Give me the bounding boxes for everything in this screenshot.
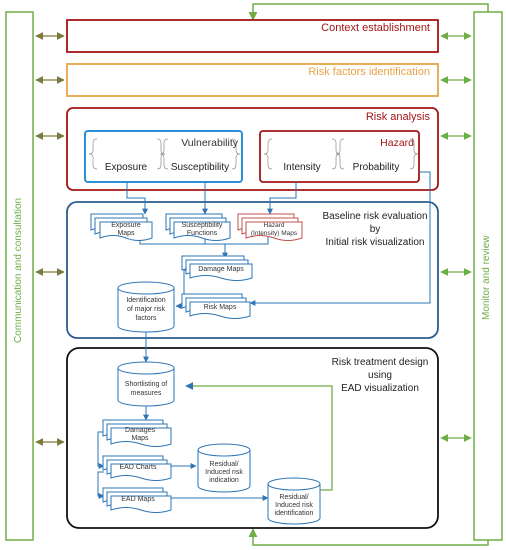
ead-charts-doc [102,455,172,481]
baseline-title-2: by [369,224,381,235]
context-label: Context establishment [321,22,430,34]
monitor-feedback-bottom [248,528,489,546]
residual-identification-line1: Residual/ [279,494,309,501]
baseline-title-3: Initial risk visualization [325,237,425,248]
hazard-maps-doc [237,213,303,241]
baseline-flow-arrows [126,171,431,363]
exposure-label: Exposure [104,162,148,173]
residual-identification-db [267,477,321,525]
susceptibility-functions-line1: Susceptibility [181,222,223,229]
treatment-title-3: EAD visualization [341,383,419,394]
major-risk-line1: Identification [126,297,166,304]
major-risk-line2: of major risk [126,306,166,313]
major-risk-line3: factors [135,315,157,322]
exposure-maps-doc [90,213,153,241]
treatment-flow-arrows [97,382,333,501]
probability-label: Probability [352,162,400,173]
damages-maps-line1: Damages [125,427,155,434]
ead-charts-label: EAD Charts [119,464,157,471]
damage-maps-label: Damage Maps [198,266,244,273]
probability-bracket [335,138,419,170]
exposure-bracket [88,138,166,170]
major-risk-factors-db [117,281,175,333]
communication-label: Communication and consultation [13,197,24,343]
susceptibility-functions-line2: Functions [186,230,218,237]
risk-factors-box [66,63,439,97]
treatment-title-2: using [368,370,392,381]
ead-maps-doc [102,487,172,513]
baseline-title-1: Baseline risk evaluation [322,211,428,222]
treatment-title-1: Risk treatment design [331,357,429,368]
risk-maps-label: Risk Maps [203,304,237,311]
hazard-maps-line1: Hazard [263,222,285,229]
damages-maps-line2: Maps [131,435,149,442]
residual-indication-db [197,443,251,493]
communication-arrows [35,32,65,446]
damage-maps-doc [181,255,253,281]
monitor-feedback-top [248,3,489,21]
intensity-label: Intensity [283,162,321,173]
shortlisting-line2: measures [130,390,162,397]
context-box [66,19,439,53]
risk-maps-doc [181,293,251,319]
intensity-bracket [263,138,341,170]
treatment-box [66,347,439,529]
residual-identification-line3: identification [274,510,314,517]
vulnerability-label: Vulnerability [181,137,238,149]
monitor-arrows [440,32,472,442]
hazard-maps-line2: (Intensity) Maps [250,230,298,237]
shortlisting-db [117,361,175,407]
residual-identification-line2: Induced risk [275,502,313,509]
shortlisting-line1: Shortlisting of [124,381,168,388]
susceptibility-bracket [159,138,241,170]
baseline-box [66,201,439,339]
exposure-maps-line2: Maps [117,230,135,237]
susceptibility-functions-doc [165,213,231,241]
risk-factors-label: Risk factors identification [308,66,430,78]
exposure-maps-line1: Exposure [111,222,141,229]
communication-panel [5,11,34,541]
residual-indication-line1: Residual/ [209,461,239,468]
ead-maps-label: EAD Maps [121,496,155,503]
susceptibility-label: Susceptibility [170,162,230,173]
residual-indication-line2: Induced risk [205,469,243,476]
residual-indication-line3: indication [209,477,239,484]
hazard-label: Hazard [380,137,414,149]
monitor-label: Monitor and review [481,235,492,320]
damages-maps-doc [102,419,172,447]
risk-analysis-label: Risk analysis [365,111,430,123]
